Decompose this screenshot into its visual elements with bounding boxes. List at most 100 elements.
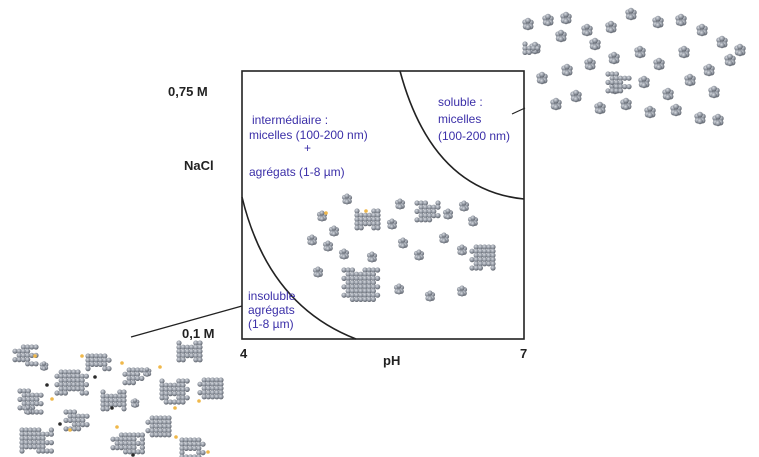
- accent-dot: [58, 422, 62, 426]
- micelle-particle: [438, 232, 450, 244]
- aggregate-particle: [159, 378, 190, 405]
- accent-dot: [33, 354, 37, 358]
- micelle-particle: [413, 249, 425, 261]
- aggregate-particle: [179, 437, 206, 457]
- micelle-particle: [328, 225, 340, 237]
- soluble-line-3: (100-200 nm): [438, 129, 510, 143]
- soluble-line-2: micelles: [438, 112, 481, 126]
- micelle-particle: [424, 290, 436, 302]
- micelle-particle: [536, 71, 548, 85]
- micelle-particle: [638, 75, 650, 89]
- insoluble-boundary-curve: [241, 196, 357, 340]
- accent-dot: [364, 209, 368, 213]
- intermediate-line-3: +: [304, 141, 311, 155]
- insoluble-region-label: insoluble agrégats (1-8 µm): [248, 289, 299, 331]
- micelle-particle: [142, 367, 152, 377]
- intermediate-region-label: intermédiaire : micelles (100-200 nm) + …: [249, 113, 371, 179]
- micelle-particle: [322, 240, 334, 252]
- micelle-particle: [394, 198, 406, 210]
- micelle-particle: [644, 105, 656, 119]
- particle-illustrations: [12, 7, 746, 457]
- aggregate-particle: [605, 71, 632, 94]
- aggregate-particle: [122, 367, 145, 386]
- leader-line-insoluble: [130, 305, 243, 338]
- accent-dot: [206, 450, 210, 454]
- micelle-particle: [581, 23, 593, 37]
- micelle-particle: [712, 113, 724, 127]
- micelle-particle: [605, 20, 617, 34]
- micelle-particle: [724, 53, 736, 67]
- micelle-particle: [589, 37, 601, 51]
- micelle-particle: [338, 248, 350, 260]
- micelle-particle: [393, 283, 405, 295]
- micelle-particle: [696, 23, 708, 37]
- micelle-particle: [397, 237, 409, 249]
- micelle-particle: [634, 45, 646, 59]
- aggregate-particle: [469, 244, 496, 271]
- micelle-particle: [316, 210, 328, 222]
- accent-dot: [93, 375, 97, 379]
- x-axis-title: pH: [383, 353, 400, 368]
- micelle-particle: [678, 45, 690, 59]
- micelle-particle: [366, 251, 378, 263]
- micelle-particle: [662, 87, 674, 101]
- aggregate-particle: [12, 344, 39, 367]
- aggregate-particle: [54, 369, 89, 396]
- micelle-particle: [456, 285, 468, 297]
- micelle-particle: [708, 85, 720, 99]
- micelle-particle: [625, 7, 637, 21]
- micelle-particle: [456, 244, 468, 256]
- micelle-particle: [341, 193, 353, 205]
- micelle-particle: [542, 13, 554, 27]
- insoluble-line-2: agrégats: [248, 303, 295, 317]
- accent-dot: [173, 406, 177, 410]
- leader-line-soluble: [511, 107, 526, 115]
- y-axis-title: NaCl: [184, 158, 214, 173]
- micelle-particle: [550, 97, 562, 111]
- accent-dot: [324, 211, 328, 215]
- accent-dot: [120, 361, 124, 365]
- x-axis-left-label: 4: [240, 346, 248, 361]
- accent-dot: [68, 428, 72, 432]
- micelle-particle: [522, 17, 534, 31]
- x-axis-right-label: 7: [520, 346, 527, 361]
- accent-dot: [80, 354, 84, 358]
- accent-dot: [110, 406, 114, 410]
- micelle-particle: [458, 200, 470, 212]
- micelle-particle: [442, 208, 454, 220]
- micelle-particle: [675, 13, 687, 27]
- micelle-particle: [306, 234, 318, 246]
- micelle-particle: [653, 57, 665, 71]
- accent-dot: [174, 435, 178, 439]
- aggregate-particle: [341, 267, 381, 302]
- micelle-particle: [703, 63, 715, 77]
- accent-dot: [131, 453, 135, 457]
- diagram-frame: [241, 70, 525, 340]
- soluble-region-label: soluble : micelles (100-200 nm): [438, 95, 510, 143]
- micelle-particle: [570, 89, 582, 103]
- y-axis-bottom-label: 0,1 M: [182, 326, 215, 341]
- aggregate-particle: [19, 427, 55, 454]
- micelle-particle: [694, 111, 706, 125]
- accent-dot: [158, 365, 162, 369]
- aggregate-particle: [414, 200, 441, 223]
- intermediate-line-2: micelles (100-200 nm): [249, 128, 368, 142]
- micelle-particle: [130, 398, 140, 408]
- micelle-particle: [561, 63, 573, 77]
- micelle-particle: [560, 11, 572, 25]
- micelle-particle: [734, 43, 746, 57]
- accent-dot: [50, 397, 54, 401]
- y-axis-top-label: 0,75 M: [168, 84, 208, 99]
- micelle-particle: [594, 101, 606, 115]
- aggregate-particle: [100, 389, 127, 412]
- soluble-line-1: soluble :: [438, 95, 483, 109]
- micelle-particle: [555, 29, 567, 43]
- micelle-particle: [670, 103, 682, 117]
- micelle-particle: [584, 57, 596, 71]
- aggregate-particle: [85, 353, 112, 372]
- aggregate-particle: [354, 208, 381, 231]
- insoluble-line-3: (1-8 µm): [248, 317, 294, 331]
- accent-dot: [197, 399, 201, 403]
- micelle-particle: [652, 15, 664, 29]
